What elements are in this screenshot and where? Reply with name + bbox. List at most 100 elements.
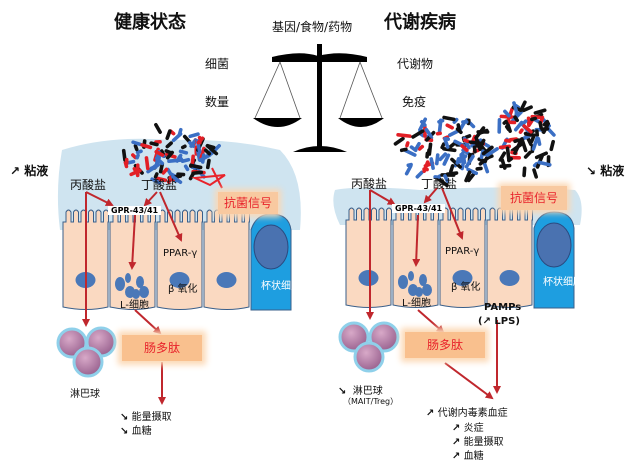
bacterium	[443, 137, 451, 141]
bacterium	[541, 121, 551, 135]
trend-up-icon: ↗	[10, 164, 21, 178]
bacterium	[513, 138, 521, 144]
bacterium	[429, 157, 435, 170]
bacterium	[549, 139, 555, 152]
gut-peptide-box: 肠多肽	[405, 332, 485, 358]
l-cell-label: L-细胞	[402, 298, 432, 309]
bacterium	[440, 142, 446, 150]
bacterium	[513, 120, 524, 132]
bacterium	[434, 153, 440, 166]
metabolite-label: 代谢物	[397, 57, 434, 71]
bacterium	[165, 129, 172, 141]
gut-peptide-box: 肠多肽	[122, 335, 202, 361]
bacterium	[134, 168, 142, 175]
lymphocyte-label: 淋巴球	[352, 386, 383, 397]
bacterium	[189, 163, 203, 170]
bacterium	[534, 151, 548, 160]
bacterium	[131, 140, 142, 147]
right-outcome-inflammation: ↗ 炎症	[452, 419, 484, 434]
bacterium	[455, 157, 461, 165]
bacterium	[442, 153, 451, 166]
mucus-label: 粘液	[24, 164, 49, 178]
lymphocyte-label: 淋巴球	[70, 389, 100, 400]
bacterium	[180, 144, 187, 150]
enterocyte-cell	[345, 207, 392, 308]
pamps-label: PAMPs	[484, 302, 522, 313]
trend-down-icon: ↘	[586, 164, 597, 178]
nucleus	[452, 270, 473, 286]
bacterium	[445, 171, 459, 176]
bacterium	[521, 105, 533, 113]
bacterium	[513, 140, 523, 155]
bacterium	[497, 117, 502, 134]
bacterium	[477, 128, 489, 136]
mucin-granule	[536, 222, 572, 268]
bacterium	[154, 149, 165, 157]
left-outcome-energy: ↘ 能量摄取	[120, 408, 172, 423]
bacterium	[165, 141, 173, 149]
bacterium	[200, 153, 206, 164]
blood-glucose-label: 血糖	[463, 451, 484, 462]
trend-up-icon: ↗	[452, 423, 461, 434]
bacterium	[481, 145, 494, 156]
left-epithelium	[62, 209, 292, 311]
mucus-label: 粘液	[600, 164, 625, 178]
bacterium	[478, 155, 491, 166]
bacterium	[406, 162, 413, 168]
bacterium	[485, 147, 499, 157]
healthy-state-title: 健康状态	[114, 12, 186, 33]
bacterium	[158, 162, 165, 174]
bacterium	[133, 144, 139, 152]
inflammation-label: 炎症	[463, 423, 484, 434]
bacterium	[171, 132, 183, 143]
propionate-label: 丙酸盐	[351, 177, 388, 191]
bacteria-label: 细菌	[205, 57, 230, 71]
trend-up-icon: ↗	[452, 451, 461, 462]
right-outcome-energy: ↗ 能量摄取	[452, 433, 504, 448]
bacterium	[399, 147, 408, 153]
bacterium	[443, 138, 450, 149]
balance-top-label: 基因/食物/药物	[272, 20, 353, 34]
left-mucus-indicator: ↗ 粘液	[10, 162, 48, 179]
bacterium	[190, 154, 195, 166]
bacterium	[502, 119, 508, 125]
bacterium	[183, 164, 190, 172]
bacterium	[518, 128, 524, 134]
bacterium	[438, 152, 448, 162]
bacterium	[532, 168, 538, 179]
bacterium	[422, 160, 430, 173]
granule	[422, 284, 432, 296]
bacterium	[437, 118, 445, 124]
bacterium	[191, 170, 204, 176]
gpr-receptor-label: GPR-43/41	[392, 204, 446, 213]
right-lymphocyte-indicator: ↘ 淋巴球	[338, 382, 383, 397]
trend-down-icon: ↘	[120, 426, 129, 437]
bacterium	[472, 145, 477, 154]
bacterium	[146, 163, 161, 174]
bacterium	[474, 137, 479, 148]
bacterium	[505, 146, 511, 162]
bacterium	[205, 158, 211, 170]
bacterium	[135, 153, 140, 160]
enterocyte-cell	[203, 209, 250, 310]
bacterium	[520, 137, 528, 153]
goblet-cell-label: 杯状细胞	[261, 281, 301, 292]
bacterium	[140, 143, 153, 150]
nucleus	[169, 272, 190, 288]
bacterium	[504, 138, 512, 143]
ppar-gamma-label: PPAR-γ	[163, 248, 198, 259]
bacterium	[442, 115, 456, 122]
bacterium	[460, 151, 467, 165]
butyrate-label: 丁酸盐	[421, 177, 458, 191]
energy-intake-label: 能量摄取	[131, 412, 172, 423]
propionate-label: 丙酸盐	[70, 178, 107, 192]
bacterium	[417, 144, 425, 151]
granule	[408, 271, 414, 281]
bacterium	[461, 120, 469, 124]
beta-oxidation-label: β 氧化	[168, 284, 198, 295]
lps-label: (↗ LPS)	[478, 316, 520, 327]
bacterium	[205, 144, 219, 156]
bacterium	[466, 167, 479, 176]
bacterium	[464, 154, 475, 169]
